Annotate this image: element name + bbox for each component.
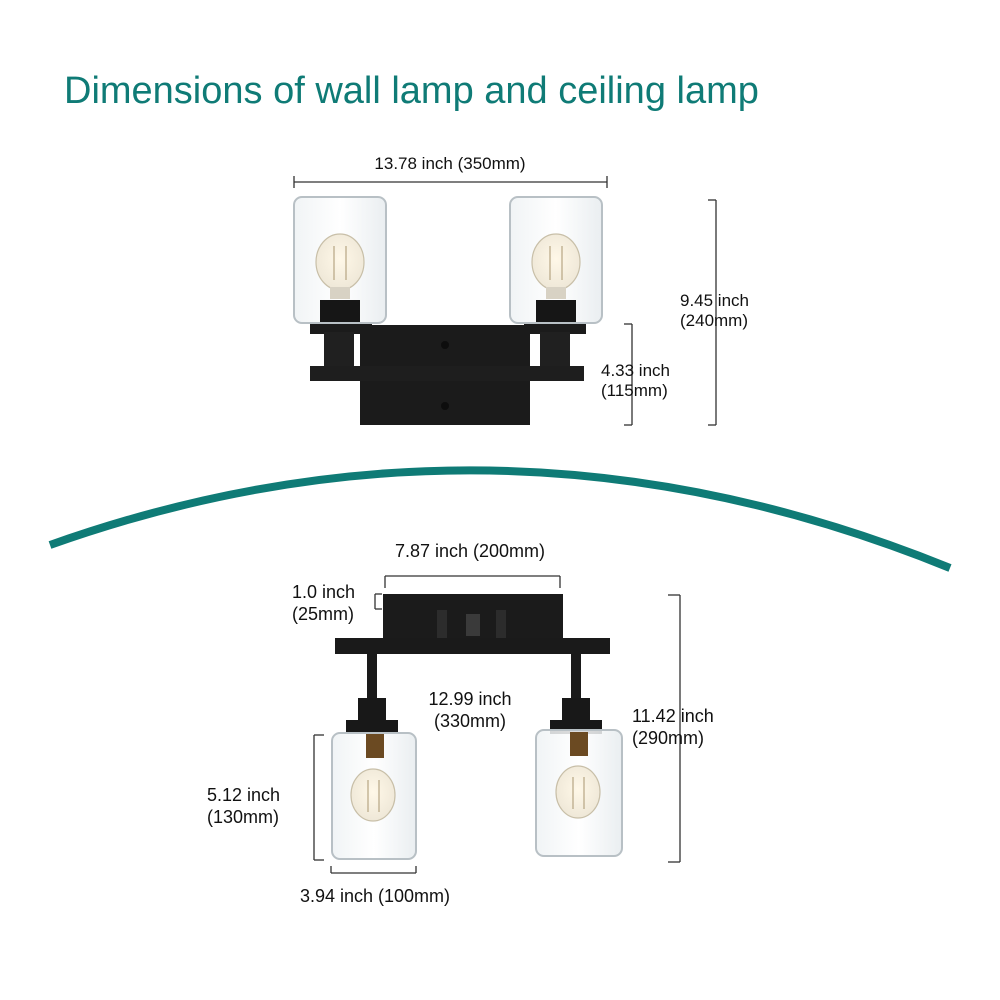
wall-backplate-label-value: 4.33 inch [601,361,670,380]
ceiling-right-shade [535,698,623,857]
wall-width-label: 13.78 inch (350mm) [374,154,526,173]
ceiling-shade-width-label: 3.94 inch (100mm) [299,886,451,906]
wall-backplate-dimension [624,323,633,426]
wall-lamp-figure [293,176,717,426]
wall-left-shade [293,196,387,324]
ceiling-shade-height-label-value: 5.12 inch [207,785,281,805]
wall-backplate-label-metric: (115mm) [601,381,668,400]
ceiling-height-dimension [668,594,681,863]
ceiling-lamp-figure [313,575,681,874]
page-title: Dimensions of wall lamp and ceiling lamp [64,70,759,112]
wall-right-shade [509,196,603,324]
ceiling-canopy-width-label: 7.87 inch (200mm) [394,541,546,561]
wall-height-label-metric: (240mm) [680,311,749,330]
ceiling-canopy-depth-label-value: 1.0 inch [292,582,356,602]
ceiling-shade-width-dimension [330,866,417,874]
ceiling-shade-height-dimension [313,734,324,861]
wall-width-dimension [293,176,608,188]
wall-height-label-value: 9.45 inch [680,291,749,310]
wall-height-dimension [708,199,717,426]
ceiling-canopy-depth-dimension [374,593,382,610]
ceiling-canopy-width-dimension [384,575,561,588]
ceiling-canopy-depth-label-metric: (25mm) [292,604,354,624]
ceiling-shade-height-label-metric: (130mm) [207,807,280,827]
ceiling-bar-width-label-metric: (330mm) [433,711,506,731]
divider-arc [48,466,952,572]
ceiling-bar-width-label-value: 12.99 inch [428,689,512,709]
ceiling-left-shade [331,698,417,860]
ceiling-bar [335,638,610,654]
ceiling-height-label-metric: (290mm) [632,728,705,748]
wall-crossbar [310,366,584,381]
ceiling-height-label-value: 11.42 inch [632,706,714,726]
